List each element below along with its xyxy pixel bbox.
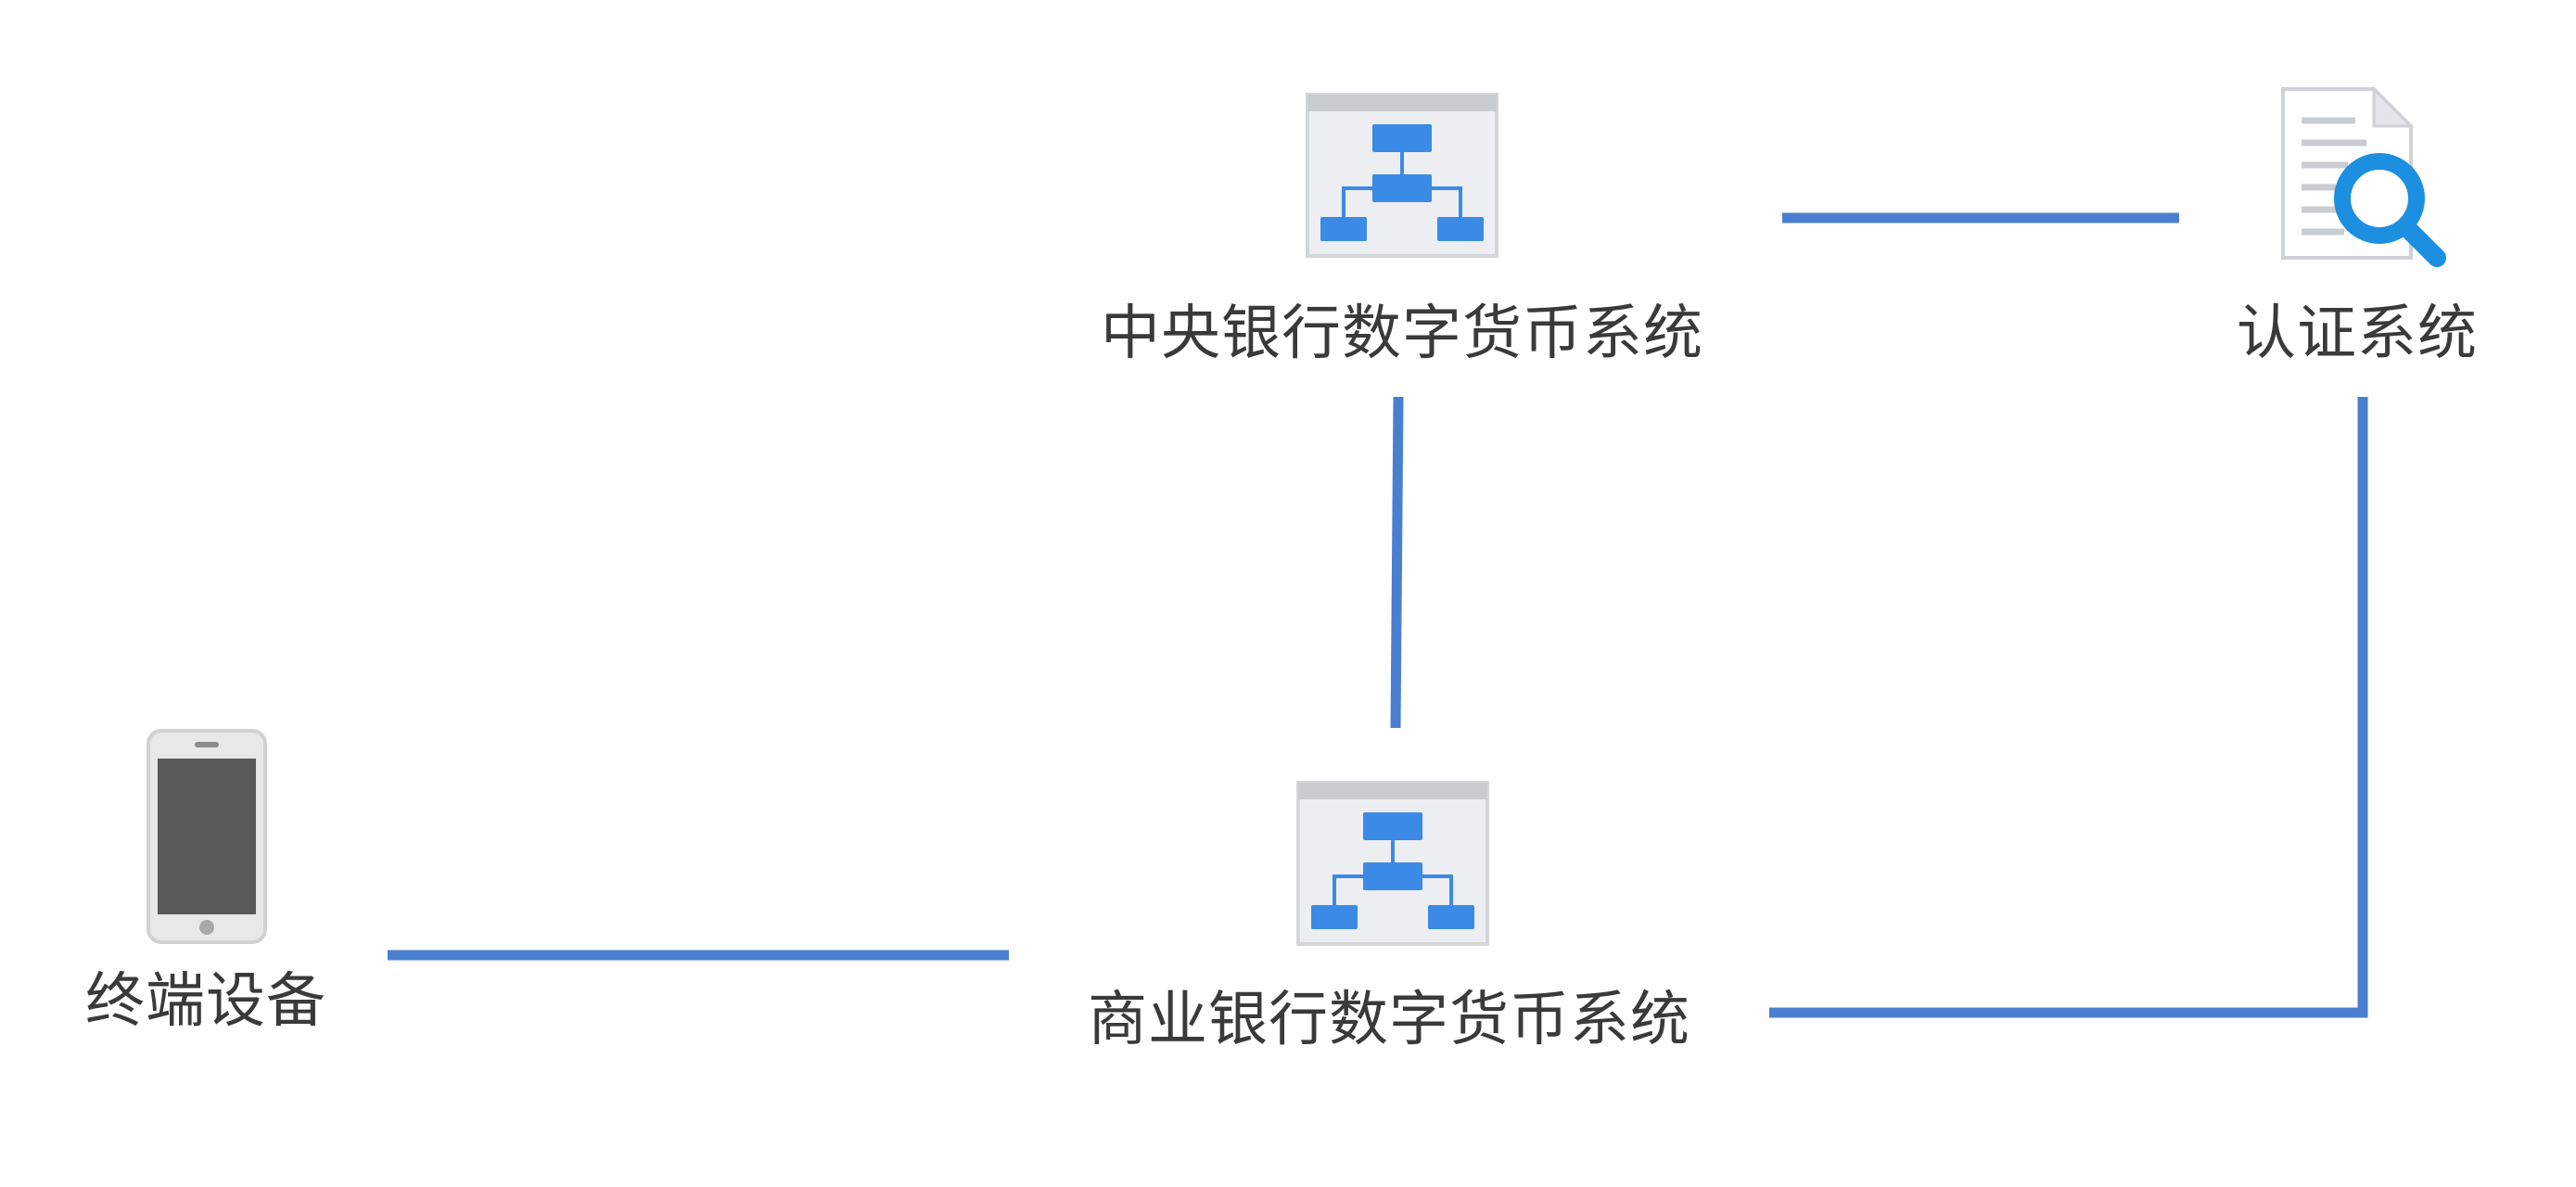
central-system-icon xyxy=(1306,93,1498,258)
edge-commercial-auth xyxy=(1769,397,2368,1018)
smartphone-icon xyxy=(147,729,267,944)
terminal-device-label: 终端设备 xyxy=(85,967,326,1036)
commercial-system-icon xyxy=(1296,781,1489,946)
document-search-icon xyxy=(2281,85,2446,267)
commercial-bank-system-label: 商业银行数字货币系统 xyxy=(1088,986,1690,1054)
connectors xyxy=(388,212,2368,1018)
auth-system-label: 认证系统 xyxy=(2237,300,2478,368)
edge-central-commercial xyxy=(1390,396,1404,729)
central-bank-system-label: 中央银行数字货币系统 xyxy=(1101,300,1703,368)
